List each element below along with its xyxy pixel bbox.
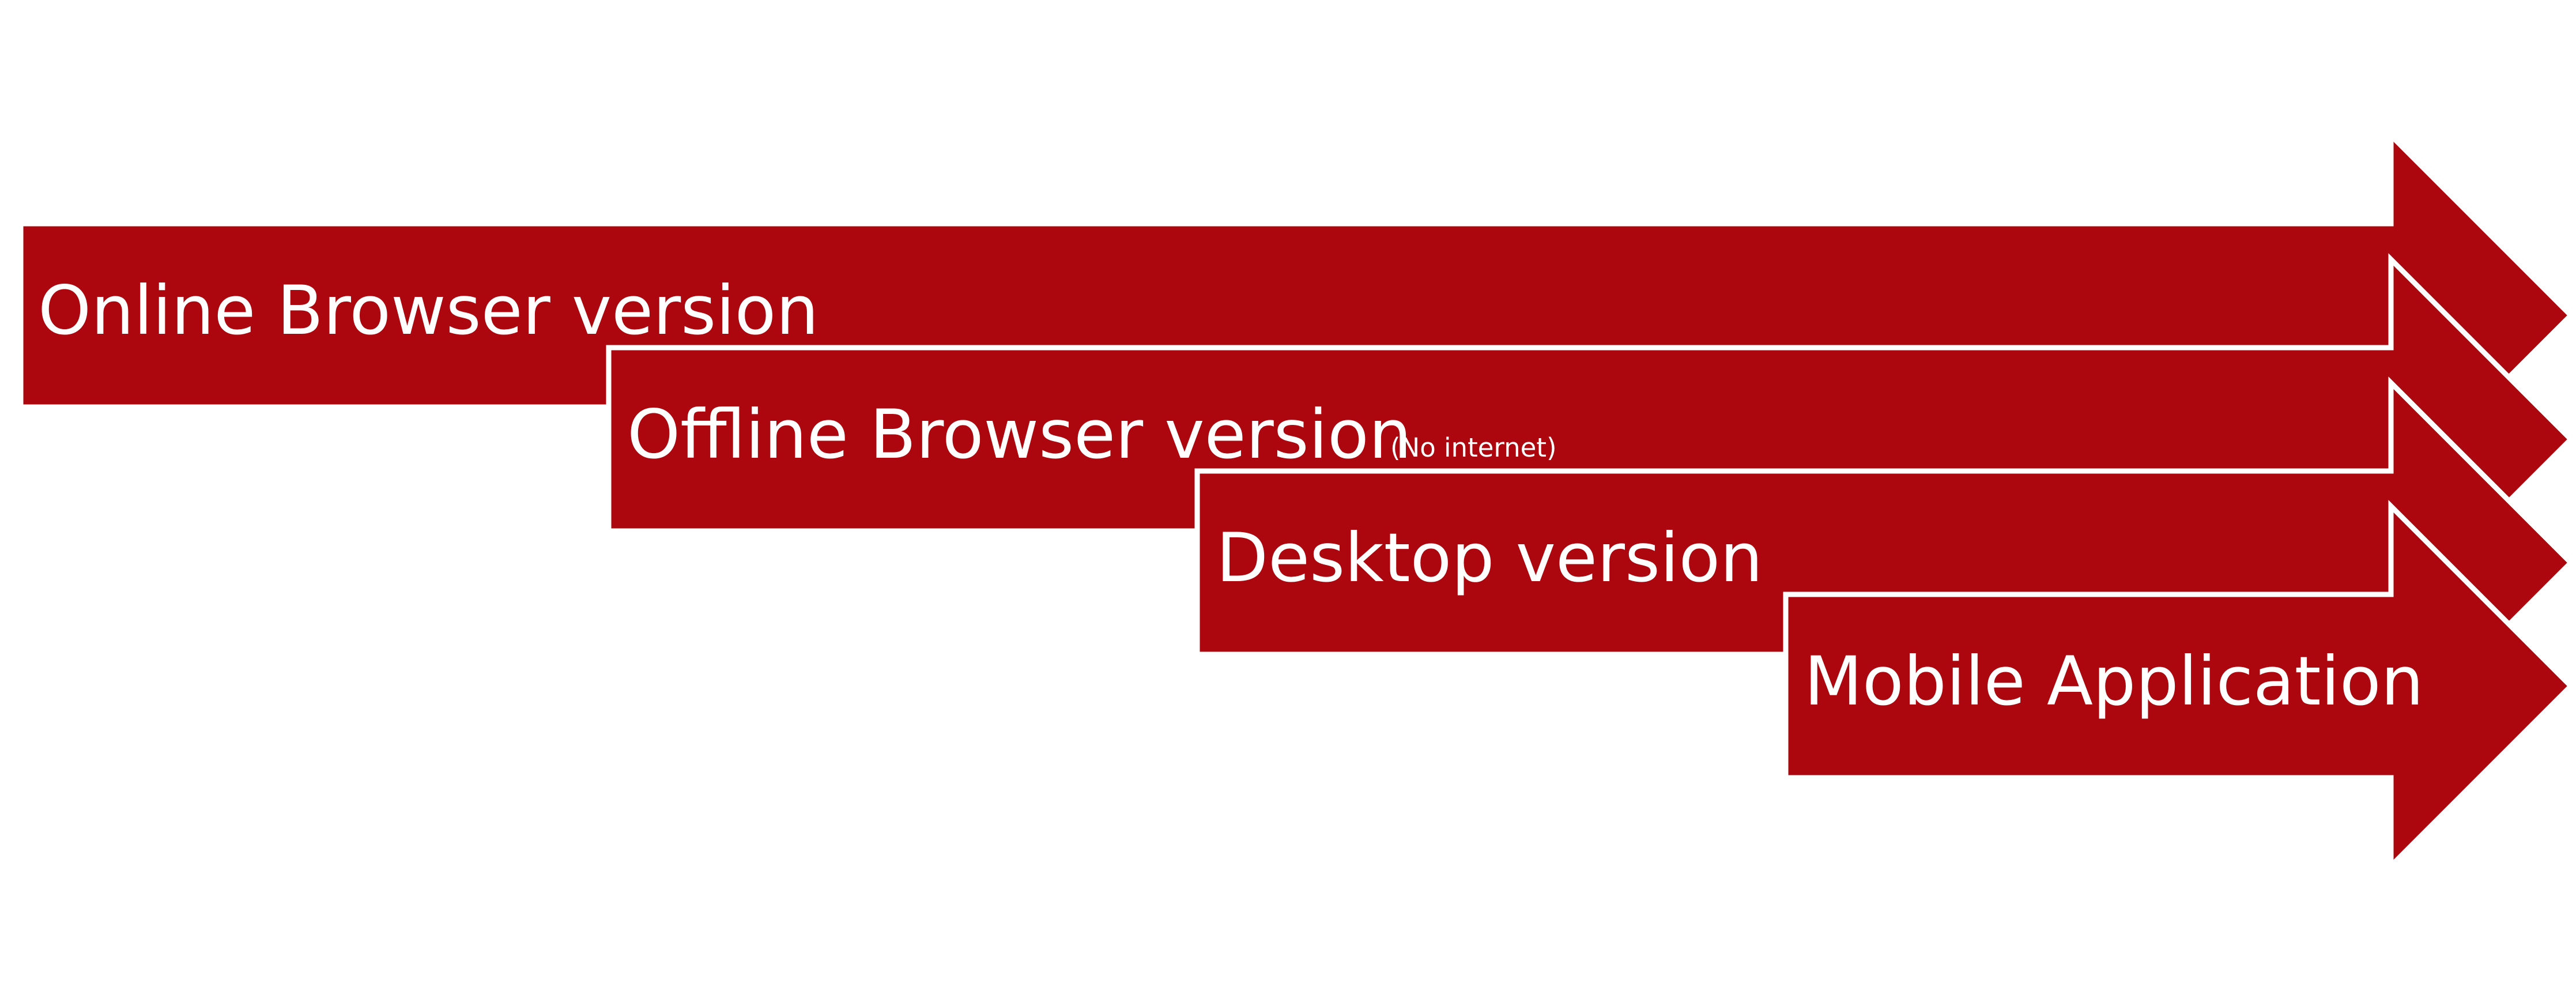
arrow-mobile-application-shape xyxy=(1783,500,2575,872)
arrow-desktop-label: Desktop version xyxy=(1216,518,1763,597)
arrow-offline-browser-note: (No internet) xyxy=(1390,432,1557,463)
arrow-mobile-application-label: Mobile Application xyxy=(1804,642,2424,721)
arrow-offline-browser-label: Offline Browser version xyxy=(627,395,1412,474)
arrow-mobile-application: Mobile Application xyxy=(1783,500,2575,872)
arrow-online-browser-label: Online Browser version xyxy=(38,271,819,350)
